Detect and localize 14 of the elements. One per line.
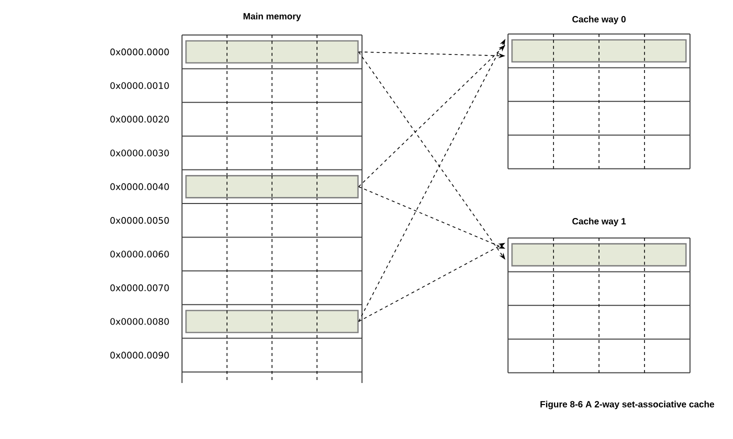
address-label: 0x0000.0010	[110, 82, 169, 89]
address-label: 0x0000.0060	[110, 250, 169, 258]
caption: Figure 8-6 A 2-way set-associative cache	[540, 400, 714, 410]
address-label: 0x0000.0080	[110, 318, 169, 325]
cache-table	[508, 238, 690, 374]
address-label: 0x0000.0090	[110, 352, 169, 359]
table-title: Cache way 1	[572, 218, 626, 226]
table-title: Cache way 0	[572, 16, 626, 24]
address-label: 0x0000.0020	[110, 116, 169, 123]
cache-table	[508, 34, 690, 170]
address-label: 0x0000.0040	[110, 183, 169, 190]
table-title: Main memory	[244, 12, 301, 22]
address-label: 0x0000.0050	[110, 217, 169, 224]
memory-table	[182, 34, 362, 384]
